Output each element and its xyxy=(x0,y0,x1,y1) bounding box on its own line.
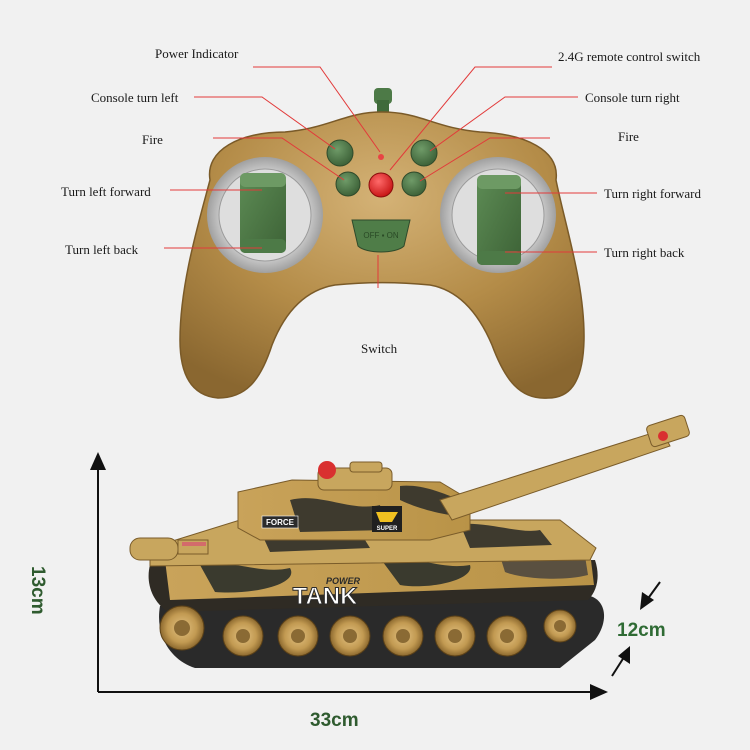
tank-name-decal: TANK xyxy=(293,583,359,610)
fire-left-button[interactable] xyxy=(335,171,361,197)
fire-right-button[interactable] xyxy=(401,171,427,197)
leader-lines xyxy=(164,66,597,288)
label-fire-right: Fire xyxy=(618,129,639,144)
label-turn-right-forward: Turn right forward xyxy=(604,186,702,201)
dimension-width: 12cm xyxy=(617,620,666,641)
dimension-height: 13cm xyxy=(27,566,48,615)
force-badge-text: FORCE xyxy=(266,518,295,527)
super-badge-text: SUPER xyxy=(377,526,398,532)
label-switch: Switch xyxy=(361,341,398,356)
fire-red-button[interactable] xyxy=(368,172,394,198)
dimension-length: 33cm xyxy=(310,710,359,731)
label-turn-left-back: Turn left back xyxy=(65,242,139,257)
remote-controller: OFF ▪ ON xyxy=(179,88,585,399)
label-remote-switch: 2.4G remote control switch xyxy=(558,49,701,64)
power-indicator-led xyxy=(378,154,384,160)
console-right-button[interactable] xyxy=(410,139,438,167)
dimension-arrows xyxy=(90,452,661,700)
label-turn-left-forward: Turn left forward xyxy=(61,184,151,199)
left-stick[interactable] xyxy=(240,173,286,253)
rc-tank: FORCE SUPER POWER TANK xyxy=(129,414,690,668)
force-badge xyxy=(261,515,299,529)
console-left-button[interactable] xyxy=(326,139,354,167)
right-stick[interactable] xyxy=(477,175,521,265)
tank-gun-barrel xyxy=(439,429,671,521)
label-console-turn-right: Console turn right xyxy=(585,90,680,105)
svg-text:OFF ▪ ON: OFF ▪ ON xyxy=(363,231,399,240)
road-wheels xyxy=(222,609,577,657)
label-console-turn-left: Console turn left xyxy=(91,90,179,105)
tank-sub-decal: POWER xyxy=(326,576,361,586)
tank-fire-light xyxy=(318,461,336,479)
label-fire-left: Fire xyxy=(142,132,163,147)
label-power-indicator: Power Indicator xyxy=(155,46,239,61)
power-switch[interactable] xyxy=(351,219,411,253)
label-turn-right-back: Turn right back xyxy=(604,245,685,260)
